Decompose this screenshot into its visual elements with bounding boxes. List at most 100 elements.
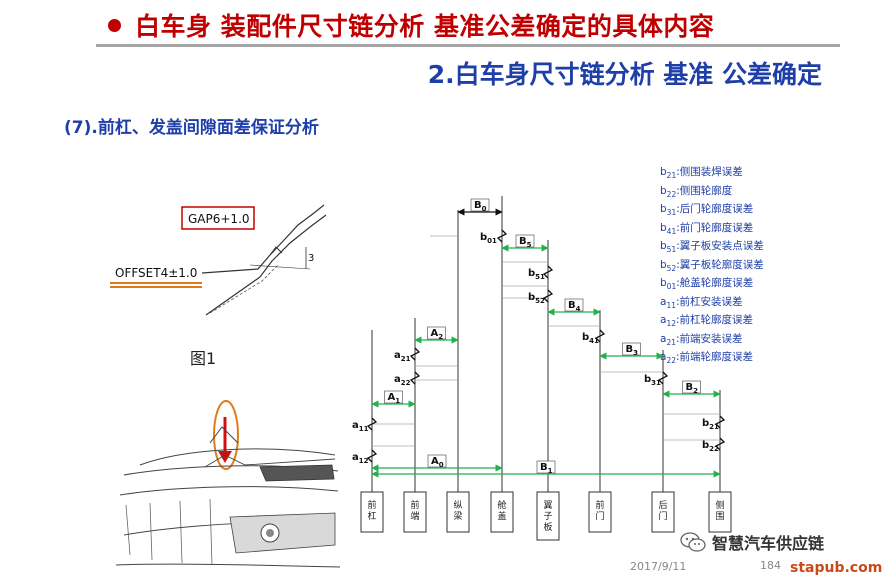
legend-text: :舱盖轮廓度误差: [676, 277, 754, 289]
legend-subscript: 31: [666, 208, 677, 218]
page-subtitle: 2.白车身尺寸链分析 基准 公差确定: [427, 60, 822, 89]
bumper-sketch: [115, 400, 341, 568]
legend-item: b31:后门轮廓度误差: [660, 202, 764, 221]
bumper-bottom: [115, 563, 341, 568]
offset-label: OFFSET4±1.0: [115, 266, 197, 280]
error-label-a21: a21: [394, 350, 411, 363]
grille-top: [119, 486, 339, 496]
legend-text: :前端安装误差: [675, 332, 743, 345]
error-label-b21: b21: [702, 418, 719, 431]
part-label: 后门: [658, 500, 667, 522]
legend-symbol: b: [660, 203, 667, 215]
dimension-label-a2: A2: [431, 328, 444, 341]
dimension-label-box: [384, 390, 403, 404]
error-label-b41: b41: [582, 332, 599, 345]
legend-symbol: b: [660, 240, 667, 252]
dimension-label-b0: B0: [474, 200, 487, 213]
legend-subscript: 52: [666, 263, 677, 273]
part-box: [651, 491, 675, 533]
dimension-label-b4: B4: [568, 300, 581, 313]
part-label: 前门: [595, 499, 604, 522]
legend-symbol: b: [660, 221, 667, 234]
legend-subscript: 21: [666, 337, 676, 347]
error-label-b22: b22: [702, 440, 719, 453]
legend-item: b52:翼子板轮廓度误差: [660, 258, 764, 277]
legend-item: a12:前杠轮廓度误差: [660, 313, 764, 332]
part-label: 侧围: [715, 499, 724, 522]
dimension-label-box: [536, 460, 556, 474]
part-box: [446, 491, 470, 533]
dimension-label-box: [564, 298, 584, 312]
legend-item: a11:前杠安装误差: [660, 295, 764, 314]
legend-symbol: a: [660, 332, 667, 345]
part-label: 纵梁: [453, 500, 462, 522]
legend-text: :前端轮廓度误差: [675, 351, 754, 363]
part-box: [536, 491, 560, 541]
wechat-badge: 智慧汽车供应链: [680, 530, 824, 554]
highlight-ellipse: [213, 400, 239, 470]
dimension-label-a0: A0: [431, 456, 444, 469]
legend-symbol: b: [660, 184, 667, 197]
error-marker-icon: [366, 449, 378, 463]
error-marker-icon: [366, 417, 378, 431]
error-marker-icon: [657, 371, 669, 385]
red-arrow-head-icon: [218, 451, 232, 463]
legend-text: :翼子板安装点误差: [676, 240, 764, 252]
legend-symbol: b: [660, 277, 667, 289]
hood-profile: [201, 204, 325, 274]
part-label: 舱盖: [497, 499, 506, 522]
legend-text: :侧围轮廓度: [676, 184, 733, 197]
legend-subscript: 01: [666, 282, 677, 292]
headlamp-edge: [204, 454, 336, 468]
grille-bars: [125, 498, 213, 566]
error-label-a22: a22: [394, 374, 411, 387]
error-label-a11: a11: [352, 420, 369, 433]
part-label: 翼子板: [543, 500, 552, 533]
legend-text: :前门轮廓度误差: [676, 221, 754, 234]
wechat-account-name: 智慧汽车供应链: [712, 534, 825, 553]
legend-subscript: 22: [666, 356, 676, 366]
part-box: [360, 491, 384, 533]
page-title: 白车身 装配件尺寸链分析 基准公差确定的具体内容: [135, 12, 715, 41]
legend-text: :前杠安装误差: [675, 295, 743, 308]
legend-text: :后门轮廓度误差: [676, 203, 754, 215]
legend-symbol: a: [660, 314, 667, 326]
part-box: [403, 491, 427, 533]
bracket-detail: [209, 426, 239, 444]
legend-item: b22:侧围轮廓度: [660, 184, 764, 203]
legend-subscript: 11: [666, 300, 676, 310]
fog-lamp-core: [266, 529, 274, 537]
error-marker-icon: [714, 415, 726, 429]
error-marker-icon: [714, 437, 726, 451]
dimension-label-b2: B2: [686, 382, 699, 395]
legend-item: b01:舱盖轮廓度误差: [660, 276, 764, 295]
title-divider: [96, 44, 840, 47]
gap-label: GAP6+1.0: [188, 212, 250, 226]
legend-item: b41:前门轮廓度误差: [660, 221, 764, 240]
error-label-b52: b52: [528, 292, 545, 305]
dimension-label-b3: B3: [626, 344, 639, 357]
error-marker-icon: [409, 371, 421, 385]
error-marker-icon: [409, 347, 421, 361]
watermark: stapub.com: [790, 560, 883, 576]
dimension-label-a1: A1: [388, 392, 401, 405]
error-marker-icon: [496, 229, 508, 243]
dimension-label-b1: B1: [540, 462, 553, 475]
dimension-label-box: [622, 342, 641, 356]
legend-text: :侧围装焊误差: [676, 166, 743, 178]
gap-label-box: [181, 206, 255, 230]
error-label-b31: b31: [644, 374, 661, 387]
part-label: 前杠: [367, 499, 376, 522]
legend-item: b21:侧围装焊误差: [660, 165, 764, 184]
dimension-label-box: [427, 326, 446, 340]
error-label-a12: a12: [352, 452, 369, 465]
leader-line: [249, 264, 311, 270]
legend-subscript: 21: [666, 171, 677, 181]
error-label-b51: b51: [528, 268, 545, 281]
legend-symbol: a: [660, 295, 667, 308]
error-marker-icon: [594, 329, 606, 343]
error-marker-icon: [542, 289, 554, 303]
dimension-label-box: [515, 234, 535, 248]
